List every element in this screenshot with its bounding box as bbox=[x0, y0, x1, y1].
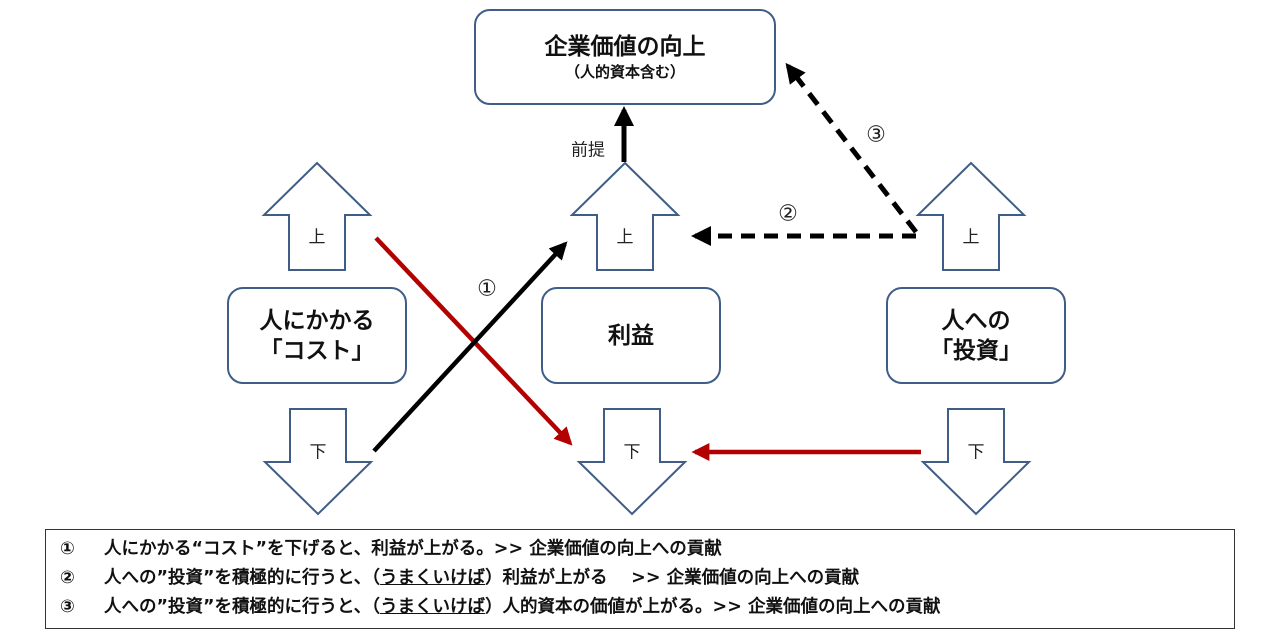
cost-up-label: 上 bbox=[308, 227, 326, 248]
legend-number: ② bbox=[60, 568, 75, 588]
profit-box: 利益 bbox=[541, 287, 721, 384]
legend-row-2: ② 人への”投資”を積極的に行うと、（うまくいけば）利益が上がる >> 企業価値の… bbox=[60, 564, 1234, 593]
legend-text: 人にかかる“コスト”を下げると、利益が上がる。>> 企業価値の向上への貢献 bbox=[104, 539, 722, 559]
down-block-arrow-profit bbox=[576, 408, 688, 516]
profit-down-label: 下 bbox=[623, 442, 641, 463]
corporate-value-title: 企業価値の向上 bbox=[544, 34, 706, 60]
premise-label: 前提 bbox=[571, 140, 605, 161]
legend-number: ① bbox=[60, 539, 75, 559]
up-block-arrow-invest bbox=[915, 161, 1027, 271]
down-block-arrow-invest bbox=[920, 408, 1032, 516]
profit-up-label: 上 bbox=[616, 227, 634, 248]
legend-text: ）人的資本の価値が上がる。>> 企業価値の向上への貢献 bbox=[485, 597, 941, 617]
invest-up-label: 上 bbox=[962, 227, 980, 248]
profit-box-label: 利益 bbox=[608, 322, 654, 349]
cost-box-line2: 「コスト」 bbox=[259, 337, 375, 364]
invest-box-line1: 人への bbox=[941, 307, 1011, 334]
dashed-arrow-3 bbox=[785, 62, 918, 234]
corporate-value-box: 企業価値の向上 （人的資本含む） bbox=[474, 9, 776, 105]
invest-box: 人への 「投資」 bbox=[886, 287, 1066, 384]
legend-row-3: ③ 人への”投資”を積極的に行うと、（うまくいけば）人的資本の価値が上がる。>> … bbox=[60, 593, 1234, 622]
arrow-number-3: ③ bbox=[866, 122, 886, 148]
legend-text: ）利益が上がる >> 企業価値の向上への貢献 bbox=[485, 568, 860, 588]
legend-text: 人への”投資”を積極的に行うと、（ bbox=[104, 568, 381, 588]
legend-row-1: ① 人にかかる“コスト”を下げると、利益が上がる。>> 企業価値の向上への貢献 bbox=[60, 535, 1234, 564]
arrow-1-cost-down-to-profit-up bbox=[372, 241, 568, 453]
down-block-arrow-cost bbox=[262, 408, 374, 516]
invest-down-label: 下 bbox=[967, 442, 985, 463]
legend-text: うまくいけば bbox=[380, 568, 486, 588]
arrow-number-2: ② bbox=[778, 201, 798, 227]
cost-box-line1: 人にかかる bbox=[259, 307, 375, 334]
cost-down-label: 下 bbox=[309, 442, 327, 463]
legend-box: ① 人にかかる“コスト”を下げると、利益が上がる。>> 企業価値の向上への貢献 ② 人… bbox=[45, 529, 1235, 629]
cost-box: 人にかかる 「コスト」 bbox=[227, 287, 407, 384]
arrow-number-1: ① bbox=[477, 276, 497, 302]
legend-text: 人への”投資”を積極的に行うと、（ bbox=[104, 597, 381, 617]
up-block-arrow-cost bbox=[261, 161, 373, 271]
corporate-value-subtitle: （人的資本含む） bbox=[564, 63, 685, 81]
invest-box-line2: 「投資」 bbox=[930, 337, 1022, 364]
up-block-arrow-profit bbox=[569, 161, 681, 271]
legend-text: うまくいけば bbox=[380, 597, 486, 617]
legend-number: ③ bbox=[60, 597, 75, 617]
